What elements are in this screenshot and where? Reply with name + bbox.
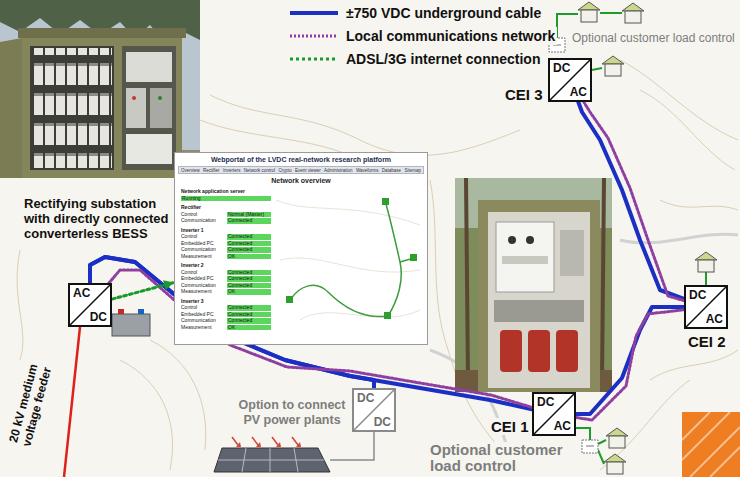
- table-cell: Embedded PC: [181, 276, 214, 282]
- status-cell: Connected: [227, 247, 271, 253]
- diagonal-line: [550, 60, 590, 100]
- panel-title: Webportal of the LVDC real-network resea…: [177, 156, 425, 164]
- status-cell: Connected: [227, 312, 271, 318]
- table-cell: Communication: [181, 247, 216, 253]
- legend-text: ±750 VDC underground cable: [344, 4, 543, 22]
- table-cell: Measurement: [181, 325, 212, 331]
- legend-line: [290, 11, 338, 15]
- battery-symbol: [112, 309, 150, 336]
- status-cell: Connected: [227, 218, 271, 224]
- cable-connector: [578, 102, 684, 299]
- pv-panels: [214, 432, 374, 472]
- legend-sample: [288, 4, 340, 22]
- panel-heading: Network overview: [177, 177, 425, 185]
- table-heading: Inverter 1: [181, 228, 204, 234]
- converter-name: CEI 1: [490, 418, 530, 435]
- table-heading: Inverter 2: [181, 263, 204, 269]
- converter-input: DC: [537, 395, 554, 409]
- menu-item: Database: [382, 168, 401, 173]
- status-cell: OK: [227, 289, 271, 295]
- converter-box: DCDC: [352, 388, 396, 432]
- table-cell: Measurement: [181, 289, 212, 295]
- status-cell: OK: [227, 325, 271, 331]
- logo-tile: [682, 412, 740, 477]
- status-cell: Connected: [227, 234, 271, 240]
- legend-line: [290, 35, 338, 38]
- status-cell: Connected: [227, 318, 271, 324]
- converter-input: DC: [357, 391, 374, 405]
- table-cell: Communication: [181, 283, 216, 289]
- converter-box: CEI 1DCAC: [532, 392, 576, 436]
- table-cell: Control: [181, 212, 197, 218]
- menu-item: Network control: [244, 168, 275, 173]
- table-cell: Measurement: [181, 254, 212, 260]
- converter-output: AC: [706, 312, 723, 326]
- webportal-panel: Webportal of the LVDC real-network resea…: [174, 152, 428, 345]
- menu-item: Waveforms: [356, 168, 379, 173]
- map-label: Rectifying substation with directly conn…: [22, 196, 172, 241]
- map-label: 20 kV medium voltage feeder: [4, 355, 56, 455]
- status-cell: Connected: [227, 270, 271, 276]
- menu-bar: OverviewRectifierInvertersNetwork contro…: [178, 166, 424, 174]
- table-cell: Control: [181, 270, 197, 276]
- status-cell: Normal (Master): [227, 212, 271, 218]
- menu-item: Overview: [181, 168, 200, 173]
- menu-item: Inverters: [223, 168, 241, 173]
- table-heading: Rectifier: [181, 205, 201, 211]
- converter-input: DC: [689, 288, 706, 302]
- menu-item: Rectifier: [203, 168, 220, 173]
- table-cell: Communication: [181, 218, 216, 224]
- converter-output: AC: [554, 419, 571, 433]
- converter-name: CEI 2: [687, 333, 727, 350]
- status-cell: Connected: [227, 283, 271, 289]
- table-cell: Communication: [181, 318, 216, 324]
- cable-connector: [112, 283, 174, 300]
- cable-connector: [584, 102, 684, 301]
- converter-input: DC: [553, 61, 570, 75]
- map-label: Optional customer load control: [428, 442, 573, 474]
- table-heading: Network application server: [181, 189, 245, 195]
- table-cell: Embedded PC: [181, 241, 214, 247]
- diagonal-line: [70, 285, 110, 325]
- map-label: Optional customer load control: [570, 31, 737, 45]
- map-label: Option to connect PV power plants: [236, 398, 348, 428]
- menu-item: Event viewer: [295, 168, 321, 173]
- table-cell: Control: [181, 234, 197, 240]
- legend-text: ADSL/3G internet connection: [344, 50, 542, 68]
- converter-input: AC: [73, 286, 90, 300]
- legend-sample: [288, 50, 340, 68]
- table-heading: Inverter 3: [181, 299, 204, 305]
- converter-name: CEI 3: [504, 86, 544, 103]
- converter-output: DC: [90, 310, 107, 324]
- status-bar: Running: [181, 196, 271, 202]
- diagonal-line: [354, 390, 394, 430]
- menu-item: Administration: [324, 168, 353, 173]
- legend-line: [290, 58, 338, 61]
- cable-connector: [576, 310, 684, 420]
- converter-output: AC: [570, 85, 587, 99]
- converter-output: DC: [374, 415, 391, 429]
- table-cell: Embedded PC: [181, 312, 214, 318]
- menu-item: Crypto: [278, 168, 291, 173]
- diagonal-line: [686, 287, 726, 327]
- table-cell: Control: [181, 305, 197, 311]
- converter-box: CEI 3DCAC: [548, 58, 592, 102]
- status-cell: Connected: [227, 276, 271, 282]
- cei-cabinet-photo: [455, 178, 612, 392]
- status-cell: OK: [227, 254, 271, 260]
- status-cell: Connected: [227, 305, 271, 311]
- status-cell: Connected: [227, 241, 271, 247]
- legend-text: Local communications network: [344, 27, 557, 45]
- converter-box: CEI 2DCAC: [684, 285, 728, 329]
- menu-item: Sitemap: [404, 168, 421, 173]
- diagonal-line: [534, 394, 574, 434]
- legend-sample: [288, 27, 340, 45]
- load-control-icons: [549, 38, 598, 453]
- substation-photo: [0, 0, 200, 178]
- converter-box: ACDC: [68, 283, 112, 327]
